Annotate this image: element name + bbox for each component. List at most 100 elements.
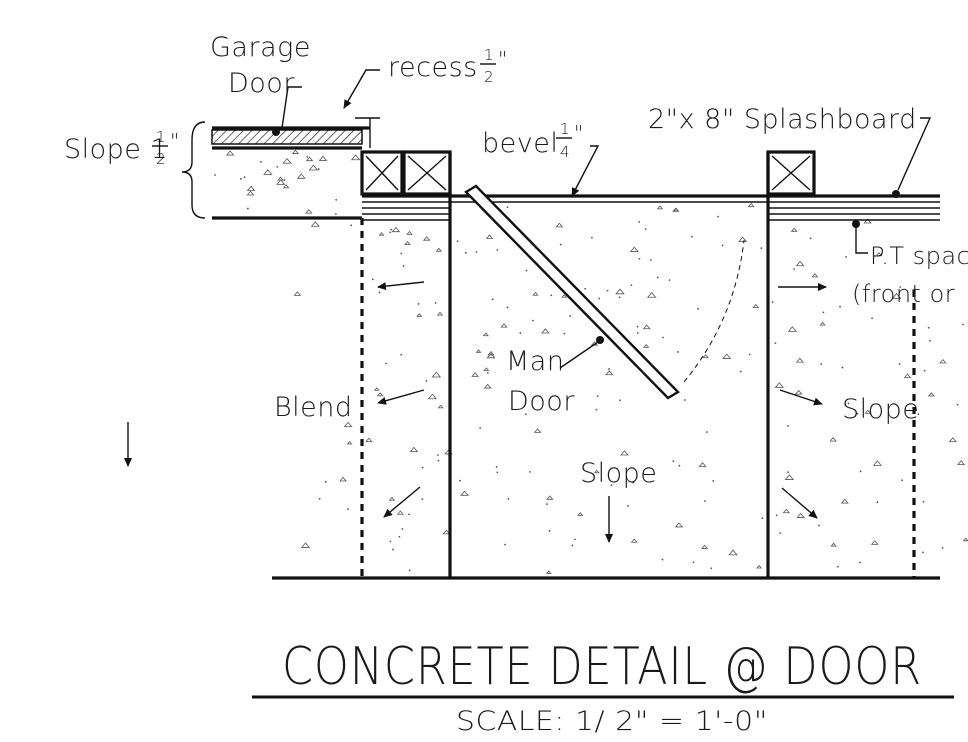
speckle-triangle <box>460 490 469 496</box>
speckle-dot <box>347 508 349 511</box>
speckle-dot <box>317 168 320 170</box>
speckle-dot <box>378 291 381 294</box>
speckle-dot <box>421 498 424 501</box>
speckle-dot <box>619 399 621 402</box>
speckle-triangle <box>282 157 292 164</box>
speckle-triangle <box>728 549 738 556</box>
speckle-triangle <box>702 354 709 359</box>
speckle-dot <box>402 265 405 267</box>
speckle-dot <box>437 454 439 456</box>
speckle-triangle <box>346 440 353 445</box>
speckle-triangle <box>300 542 311 548</box>
speckle-triangle <box>794 389 803 395</box>
speckle-triangle <box>310 221 320 227</box>
speckle-dot <box>721 244 724 247</box>
speckle-triangle <box>500 323 508 328</box>
speckle-dot <box>690 235 693 238</box>
speckle-triangle <box>305 209 313 214</box>
speckle-triangle <box>927 392 935 397</box>
title-block: CONCRETE DETAIL @ DOOR SCALE: 1/ 2" = 1'… <box>252 637 954 737</box>
speckle-dot <box>389 231 392 234</box>
speckle-triangle <box>339 476 347 482</box>
left-block-pair <box>360 150 452 196</box>
speckle-triangle <box>378 232 385 236</box>
speckle-triangle <box>343 421 353 428</box>
bevel-den: 4 <box>560 143 570 161</box>
speckle-triangle <box>872 460 882 466</box>
speckle-dot <box>678 464 681 467</box>
speckle-triangle <box>555 222 564 228</box>
speckle-triangle <box>830 542 837 547</box>
speckle-triangle <box>656 205 664 210</box>
leader-lines <box>281 69 932 254</box>
speckle-triangle <box>774 382 785 388</box>
speckle-triangle <box>442 529 451 535</box>
speckle-triangle <box>903 373 912 379</box>
speckle-triangle <box>643 344 650 348</box>
speckle-dot <box>748 353 751 356</box>
drawing-scale: SCALE: 1/ 2" = 1'-0" <box>456 706 768 737</box>
speckle-triangle <box>795 357 804 363</box>
speckle-dot <box>559 243 562 246</box>
speckle-triangle <box>296 173 306 179</box>
speckle-dot <box>793 268 796 270</box>
speckle-triangle <box>756 564 763 569</box>
speckle-dot <box>437 459 440 462</box>
speckle-dot <box>434 301 437 304</box>
slope-arrows <box>124 281 827 543</box>
garage-label-2: Door <box>228 68 295 99</box>
speckle-triangle <box>840 498 849 504</box>
speckle-dot <box>630 284 633 287</box>
speckle-dot <box>779 532 782 535</box>
slope-left-label: Slope 1 <box>64 134 168 165</box>
speckle-dot <box>941 547 944 549</box>
speckle-dot <box>243 176 246 179</box>
speckle-dot <box>334 213 337 215</box>
speckle-dot <box>710 567 713 570</box>
speckle-dot <box>606 289 609 292</box>
man-door <box>464 184 745 400</box>
speckle-dot <box>306 156 309 158</box>
speckle-triangle <box>561 294 568 298</box>
speckle-triangle <box>263 169 273 175</box>
speckle-dot <box>475 251 478 253</box>
speckle-dot <box>683 399 686 401</box>
speckle-dot <box>871 317 873 320</box>
speckle-dot <box>350 224 353 227</box>
garage-door-hatch <box>211 129 363 145</box>
speckle-dot <box>506 306 509 309</box>
speckle-dot <box>283 179 286 181</box>
speckle-dot <box>692 561 695 564</box>
speckle-dot <box>464 251 467 254</box>
speckle-dot <box>276 165 279 168</box>
pt-spacer-label-2: (front or <box>852 280 955 308</box>
speckle-dot <box>563 332 566 335</box>
speckle-dot <box>818 524 820 527</box>
speckle-triangle <box>276 179 286 185</box>
speckle-triangle <box>532 291 539 296</box>
slope-center-label: Slope <box>580 458 657 489</box>
drawing-title: CONCRETE DETAIL @ DOOR <box>282 637 922 697</box>
speckle-dot <box>929 339 931 342</box>
speckle-dot <box>246 207 249 210</box>
speckle-dot <box>845 255 847 258</box>
garage-label-1: Garage <box>210 32 311 63</box>
garage-door-slab <box>211 117 380 220</box>
speckle-triangle <box>752 303 760 309</box>
speckle-dot <box>656 276 659 279</box>
bevel-unit: " <box>574 121 584 145</box>
speckle-triangle <box>282 184 290 189</box>
speckle-dot <box>459 479 461 482</box>
recess-num: 1 <box>484 46 494 64</box>
speckle-dot <box>398 535 401 538</box>
speckle-triangle <box>409 446 419 453</box>
slope-brace <box>181 121 206 219</box>
speckle-triangle <box>246 185 256 191</box>
speckle-triangle <box>404 240 411 245</box>
speckle-dot <box>260 160 262 163</box>
labels: Garage Door recess 1 2 " Slope 1 1 2 " b… <box>64 32 968 489</box>
slope-left-unit: " <box>170 129 180 153</box>
speckle-triangle <box>482 332 489 337</box>
speckle-triangle <box>406 230 413 235</box>
